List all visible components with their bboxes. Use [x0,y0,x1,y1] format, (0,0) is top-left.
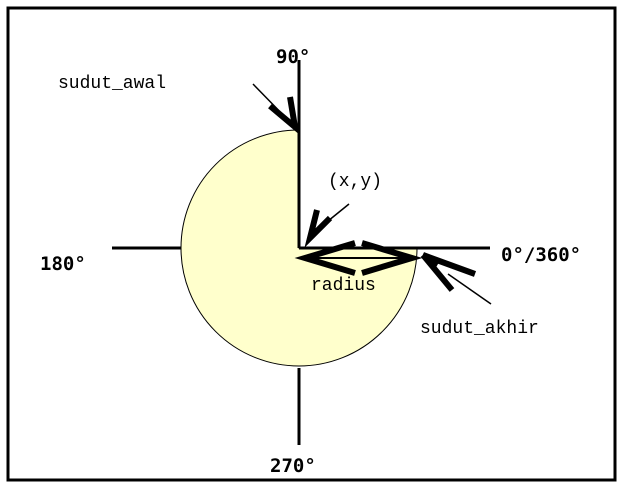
center-arrowhead [304,209,333,248]
frame-border [6,6,617,482]
angle-label-270: 270° [270,455,316,477]
angle-label-180: 180° [40,253,86,275]
end-angle-label: sudut_akhir [420,319,539,339]
radius-arrow-left [294,240,356,276]
end-angle-leader [447,273,492,305]
end-angle-arrowhead-bottom [420,253,455,292]
angle-label-90: 90° [276,46,310,68]
radius-arrow-right [361,240,423,276]
pie-sector [180,129,418,367]
center-label: (x,y) [328,172,382,192]
start-angle-arrowhead [268,96,300,135]
radius-label: radius [311,276,376,296]
end-angle-arrowhead-top [421,252,477,277]
start-angle-label: sudut_awal [58,74,166,94]
angle-label-0-360: 0°/360° [501,244,581,266]
